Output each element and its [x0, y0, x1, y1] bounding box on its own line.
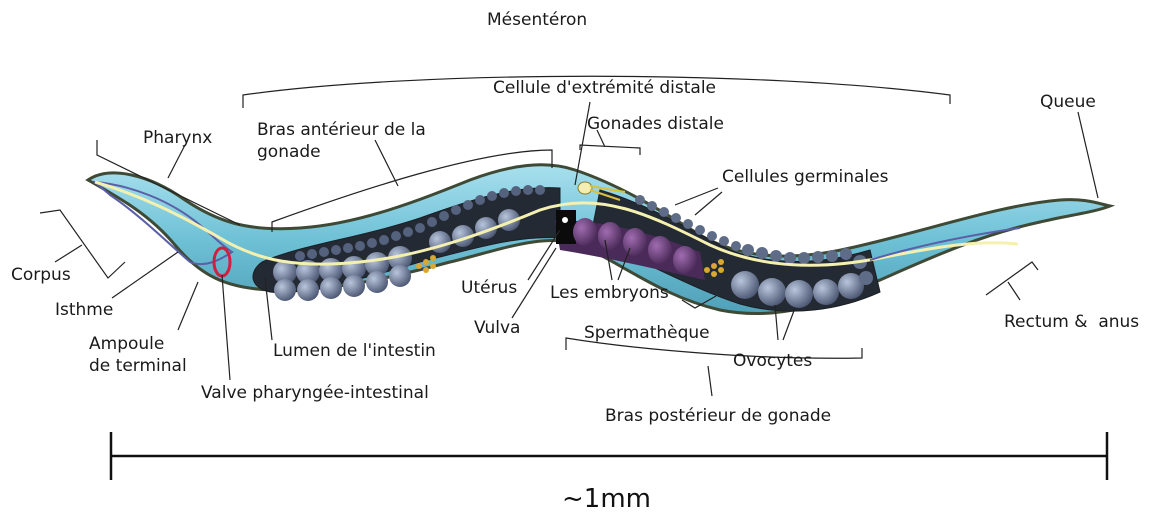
- label-ampoule-1: Ampoule: [89, 334, 164, 354]
- label-gonades-distale: Gonades distale: [587, 114, 724, 134]
- label-cellules-germinales: Cellules germinales: [722, 167, 888, 187]
- scale-bar: [111, 432, 1107, 480]
- label-bras-posterieur: Bras postérieur de gonade: [605, 406, 831, 426]
- label-embryons: Les embryons: [550, 283, 669, 303]
- vulva-dot: [562, 217, 568, 223]
- scale-label: ~1mm: [562, 484, 651, 512]
- label-queue: Queue: [1040, 92, 1096, 112]
- label-spermatheque: Spermathèque: [584, 323, 710, 343]
- label-mesenteron: Mésentéron: [487, 10, 587, 30]
- label-corpus: Corpus: [11, 265, 71, 285]
- label-valve: Valve pharyngée-intestinal: [201, 383, 429, 403]
- label-vulva: Vulva: [474, 318, 520, 338]
- label-pharynx: Pharynx: [143, 128, 212, 148]
- label-ampoule-2: de terminal: [89, 356, 187, 376]
- vulva-block: [556, 210, 576, 244]
- label-ovocytes: Ovocytes: [733, 351, 812, 371]
- distal-tip-cell: [578, 182, 592, 194]
- label-bras-anterieur-2: gonade: [257, 142, 321, 162]
- label-uterus: Utérus: [461, 278, 517, 298]
- label-bras-anterieur-1: Bras antérieur de la: [257, 120, 426, 140]
- label-lumen: Lumen de l'intestin: [273, 341, 436, 361]
- label-rectum: Rectum & anus: [1004, 312, 1139, 332]
- label-isthme: Isthme: [55, 300, 113, 320]
- label-cellule-extremite: Cellule d'extrémité distale: [493, 78, 716, 98]
